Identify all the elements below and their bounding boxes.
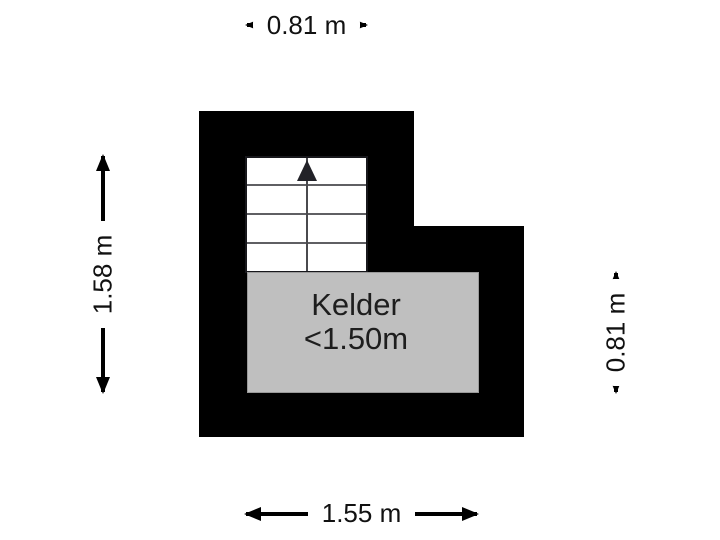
dimension-value: 1.55 m: [321, 498, 402, 528]
room-height-note: <1.50m: [303, 321, 409, 356]
dimension-label: 1.58 m: [86, 220, 120, 328]
dimension-right: 0.81 m: [599, 271, 633, 394]
dimension-bottom: 1.55 m: [244, 497, 479, 530]
staircase: [245, 156, 368, 273]
room-name: Kelder: [311, 287, 401, 322]
dimension-value: 0.81 m: [600, 292, 631, 373]
dimension-left: 1.58 m: [86, 154, 120, 394]
dimension-label: 0.81 m: [253, 9, 360, 41]
dimension-label: 0.81 m: [599, 279, 633, 386]
arrowhead-down-icon: [96, 377, 110, 394]
arrowhead-right-icon: [462, 506, 479, 521]
arrowhead-left-icon: [244, 506, 261, 521]
dimension-value: 0.81 m: [266, 9, 347, 40]
dimension-value: 1.58 m: [87, 234, 118, 314]
stair-center-line: [306, 158, 308, 271]
arrowhead-up-icon: [96, 154, 110, 171]
dimension-label: 1.55 m: [308, 497, 415, 530]
stair-up-arrow-icon: [297, 160, 317, 181]
dimension-top: 0.81 m: [245, 9, 368, 41]
room-label: Kelder <1.50m: [247, 288, 465, 356]
room-kelder: [247, 272, 479, 393]
